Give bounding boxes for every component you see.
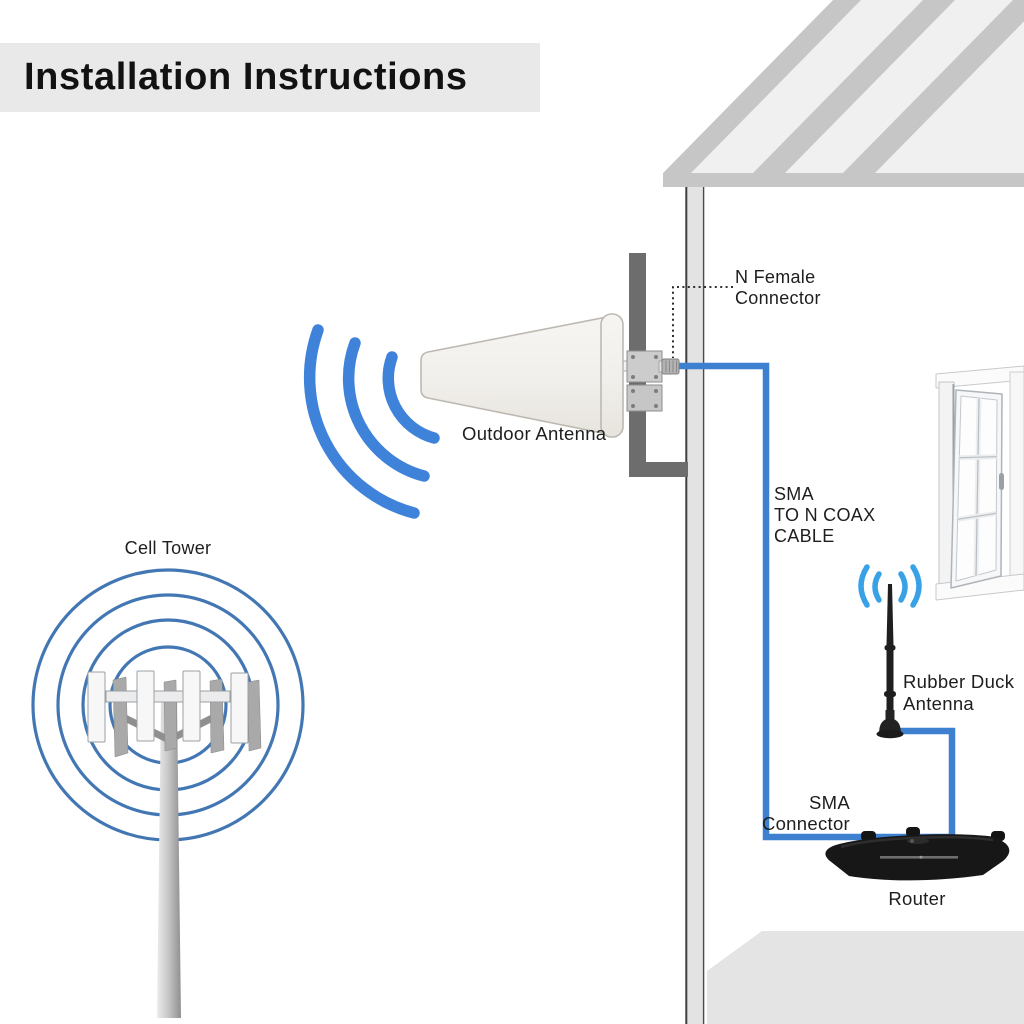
- house-roof: [663, 0, 1024, 187]
- tower-antenna-panels: [87, 670, 249, 744]
- router: [825, 827, 1010, 881]
- rubber-duck-antenna: [858, 564, 922, 739]
- duck-whip: [886, 584, 894, 718]
- roof-rafter-stripes: [663, 0, 1024, 173]
- label-sma-connector: SMA Connector: [761, 792, 850, 834]
- outdoor-antenna: [420, 313, 680, 438]
- antenna-horn-body: [420, 316, 608, 435]
- tower-pole: [157, 700, 181, 1018]
- floor: [707, 931, 1024, 1024]
- roof-eave: [663, 173, 1024, 187]
- duck-signal-icon: [858, 564, 922, 608]
- window-frame-top: [935, 365, 1024, 389]
- label-n-female-connector: N Female Connector: [735, 267, 821, 308]
- signal-waves-icon: [303, 324, 440, 519]
- coax-cable: [679, 362, 956, 841]
- window-handle: [999, 473, 1004, 490]
- window: [935, 365, 1024, 601]
- label-outdoor-antenna: Outdoor Antenna: [462, 423, 607, 444]
- label-cell-tower: Cell Tower: [124, 538, 212, 558]
- duck-base-foot: [876, 729, 904, 739]
- page-title: Installation Instructions: [24, 56, 468, 98]
- tower-crossbar: [105, 690, 231, 703]
- label-rubber-duck-antenna: Rubber Duck Antenna: [903, 671, 1015, 714]
- n-female-leader-line: [672, 286, 733, 358]
- bracket-bolts: [631, 355, 658, 408]
- title-banner: Installation Instructions: [0, 43, 540, 112]
- antenna-mast: [629, 253, 688, 477]
- cell-tower: [31, 568, 305, 1018]
- label-sma-to-n-coax-cable: SMA TO N COAX CABLE: [774, 484, 876, 546]
- label-router: Router: [888, 888, 946, 909]
- window-sash: [950, 389, 1004, 589]
- house-wall: [685, 187, 705, 1024]
- router-front-slot: [880, 856, 958, 859]
- window-frame-right: [1009, 371, 1024, 585]
- antenna-end-cap: [600, 313, 624, 438]
- n-female-connector: [661, 358, 680, 375]
